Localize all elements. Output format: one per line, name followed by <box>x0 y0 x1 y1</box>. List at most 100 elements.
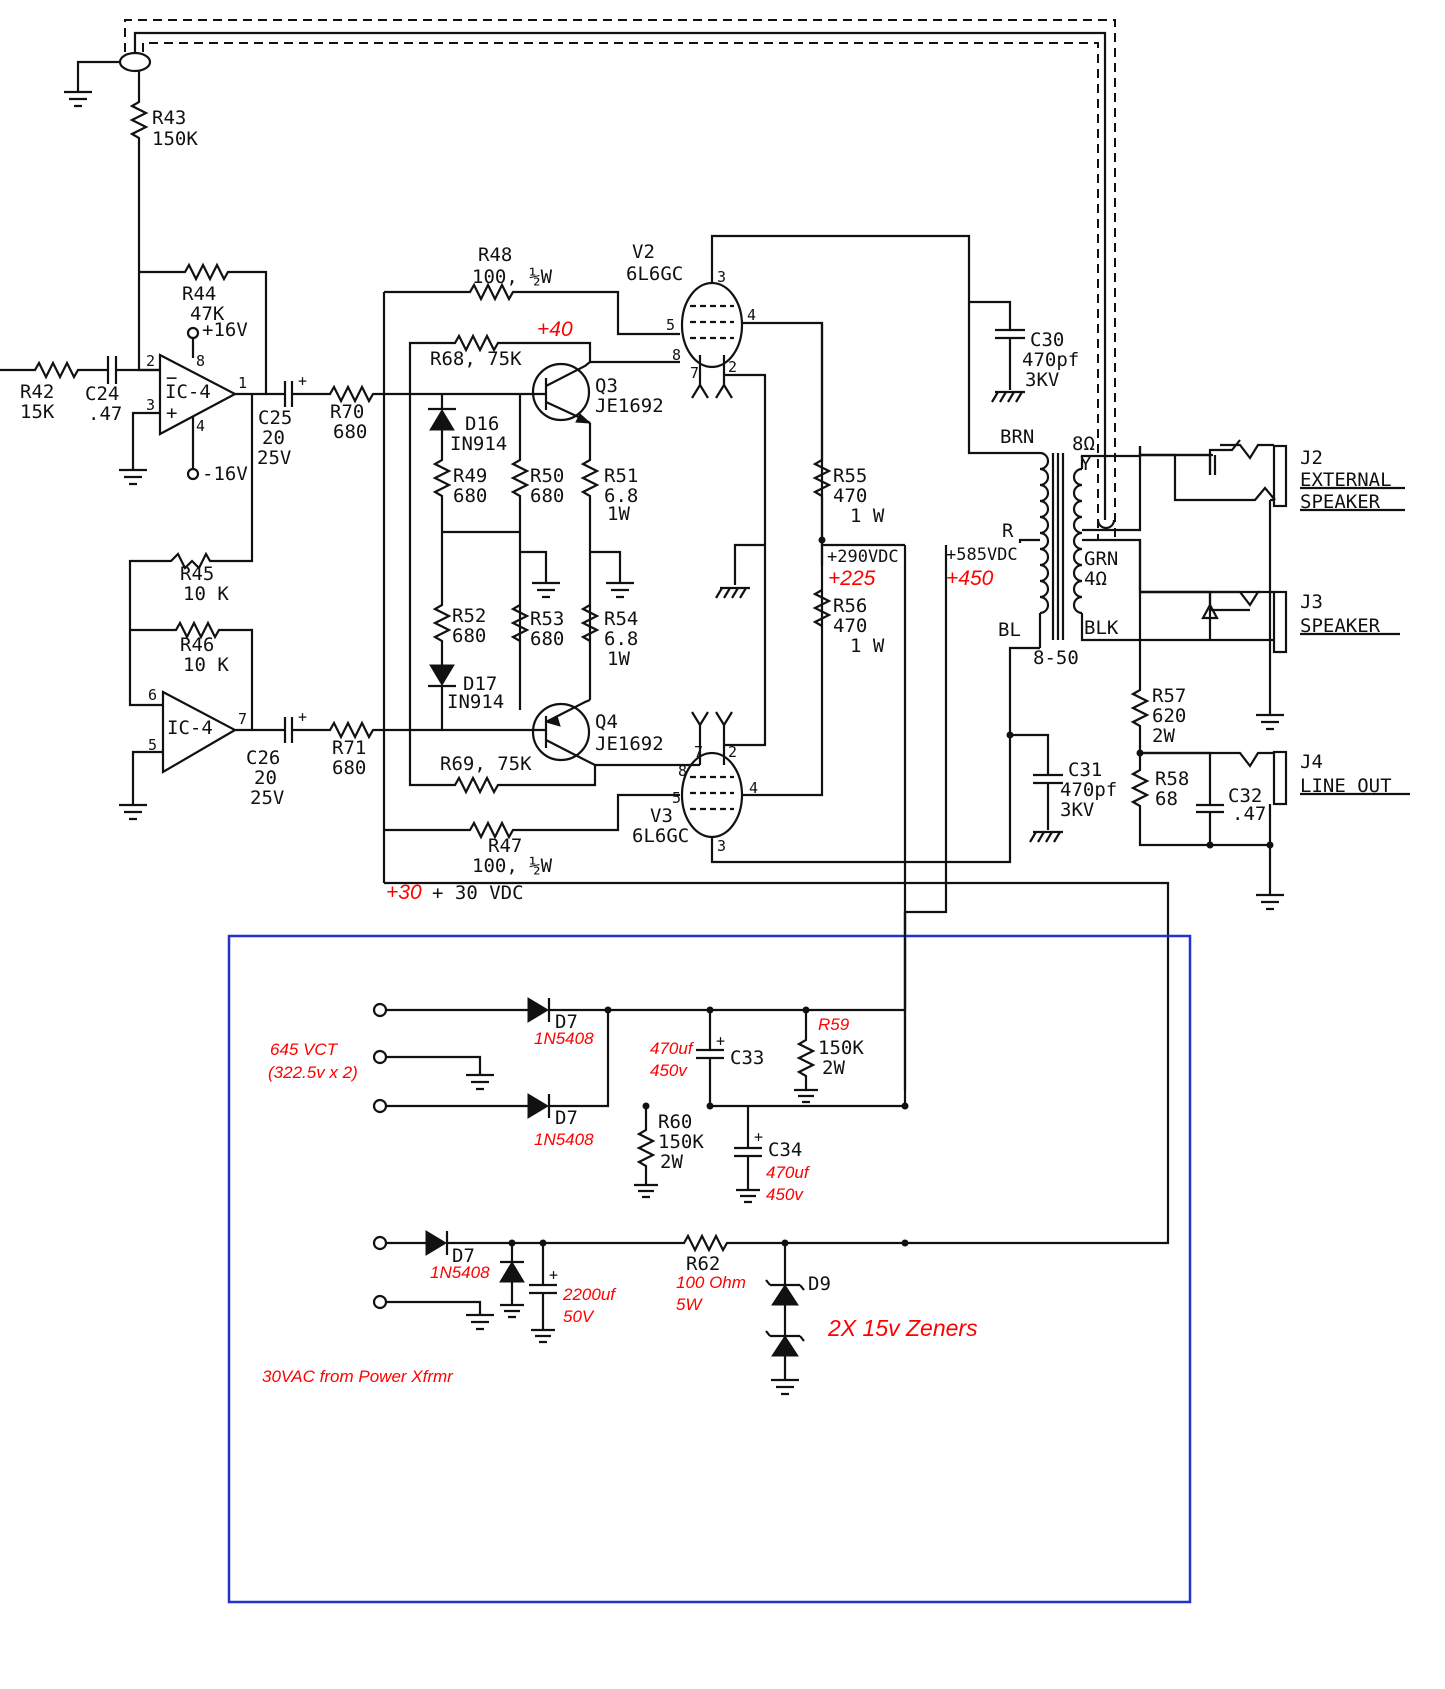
d16-value: IN914 <box>450 433 507 455</box>
r54-value: 6.8 <box>604 628 638 650</box>
r44-label: R44 <box>182 283 216 305</box>
r49-value: 680 <box>453 485 487 507</box>
c34-label: C34 <box>768 1139 802 1161</box>
v2-pin5: 5 <box>666 316 675 334</box>
annot-ac30: 30VAC from Power Xfrmr <box>262 1367 454 1386</box>
annot-c33-volt: 450v <box>650 1061 688 1080</box>
v2-pin2: 2 <box>728 358 737 376</box>
d7a-label: D7 <box>555 1011 578 1033</box>
r71-value: 680 <box>332 757 366 779</box>
pin2: 2 <box>146 352 155 370</box>
v3-label: V3 <box>650 805 673 827</box>
j2-line2: SPEAKER <box>1300 491 1381 513</box>
pin8: 8 <box>196 352 205 370</box>
plus-sign: + <box>166 402 177 424</box>
c33-label: C33 <box>730 1047 764 1069</box>
v2-value: 6L6GC <box>626 263 683 285</box>
driver-stage: R48 100, ½W R68, 75K Q3 JE1692 D16 IN914… <box>382 244 1170 1245</box>
r51-value: 6.8 <box>604 485 638 507</box>
cap2200-plus: + <box>549 1266 558 1284</box>
r48-value: 100, ½W <box>472 266 553 288</box>
annot-d7a: 1N5408 <box>534 1029 594 1048</box>
c33-plus: + <box>716 1032 725 1050</box>
c26-volt: 25V <box>250 787 284 809</box>
r45-label: R45 <box>180 563 214 585</box>
c32-label: C32 <box>1228 785 1262 807</box>
pin4: 4 <box>196 417 205 435</box>
plus16-label: +16V <box>202 319 248 341</box>
annot-plus225: +225 <box>828 567 876 590</box>
annot-c34-volt: 450v <box>766 1185 804 1204</box>
r52-value: 680 <box>452 625 486 647</box>
annot-c34-val: 470uf <box>766 1163 811 1182</box>
c30-value: 470pf <box>1022 349 1079 371</box>
d7b-label: D7 <box>555 1107 578 1129</box>
r56-label: R56 <box>833 595 867 617</box>
r51-label: R51 <box>604 465 638 487</box>
r69-label: R69, 75K <box>440 753 532 775</box>
c25-label: C25 <box>258 407 292 429</box>
annot-r62-val: 100 Ohm <box>676 1273 746 1292</box>
xfmr-8-50: 8-50 <box>1033 647 1079 669</box>
r55-value: 470 <box>833 485 867 507</box>
j2-label: J2 <box>1300 447 1323 469</box>
v2-label: V2 <box>632 241 655 263</box>
annot-cap2200: 2200uf <box>562 1285 617 1304</box>
r57-label: R57 <box>1152 685 1186 707</box>
annot-r62-w: 5W <box>676 1295 703 1314</box>
r70-value: 680 <box>333 421 367 443</box>
ic4b-label: IC-4 <box>167 717 213 739</box>
r47-value: 100, ½W <box>472 855 553 877</box>
pin5: 5 <box>148 736 157 754</box>
q4-value: JE1692 <box>595 733 664 755</box>
r51-watt: 1W <box>607 503 630 525</box>
xfmr-bl: BL <box>998 619 1021 641</box>
r54-watt: 1W <box>607 648 630 670</box>
r57-watt: 2W <box>1152 725 1175 747</box>
r42-label: R42 <box>20 381 54 403</box>
r71-label: R71 <box>332 737 366 759</box>
pin1: 1 <box>238 374 247 392</box>
r45-value: 10 K <box>183 583 229 605</box>
d16-label: D16 <box>465 413 499 435</box>
r56-watt: 1 W <box>850 635 885 657</box>
v3-pin5: 5 <box>672 789 681 807</box>
c34-plus: + <box>754 1128 763 1146</box>
c24-value: .47 <box>88 403 122 425</box>
v3-pin2: 2 <box>728 743 737 761</box>
v2-pin8: 8 <box>672 346 681 364</box>
r59-label: R59 <box>818 1015 850 1034</box>
pin6: 6 <box>148 686 157 704</box>
c25-cap: 20 <box>262 427 285 449</box>
r57-value: 620 <box>1152 705 1186 727</box>
annot-d7c: 1N5408 <box>430 1263 490 1282</box>
r46-label: R46 <box>180 634 214 656</box>
j2-line1: EXTERNAL <box>1300 469 1392 491</box>
c30-volt: 3KV <box>1025 369 1059 391</box>
r43-value: 150K <box>152 128 198 150</box>
c26-label: C26 <box>246 747 280 769</box>
c26-cap: 20 <box>254 767 277 789</box>
r53-value: 680 <box>530 628 564 650</box>
shielded-cable <box>64 19 1116 540</box>
v3-value: 6L6GC <box>632 825 689 847</box>
annot-vct: 645 VCT <box>270 1040 339 1059</box>
v585-label: +585VDC <box>946 545 1018 565</box>
q3-label: Q3 <box>595 375 618 397</box>
xfmr-brn: BRN <box>1000 426 1034 448</box>
d17-label: D17 <box>463 673 497 695</box>
c31-label: C31 <box>1068 759 1102 781</box>
c26-plus: + <box>298 708 307 726</box>
q3-value: JE1692 <box>595 395 664 417</box>
xfmr-r: R <box>1002 520 1014 542</box>
c25-plus: + <box>298 372 307 390</box>
r60-label: R60 <box>658 1111 692 1133</box>
r47-label: R47 <box>488 835 522 857</box>
annot-d7b: 1N5408 <box>534 1130 594 1149</box>
r59-value: 150K <box>818 1037 864 1059</box>
r62-label: R62 <box>686 1253 720 1275</box>
v290-label: +290VDC <box>827 547 899 567</box>
v3-pin8: 8 <box>678 762 687 780</box>
output-tubes: V2 6L6GC 3 4 5 8 7 2 V3 6L6GC 7 2 8 5 4 … <box>626 234 1012 1090</box>
r53-label: R53 <box>530 608 564 630</box>
